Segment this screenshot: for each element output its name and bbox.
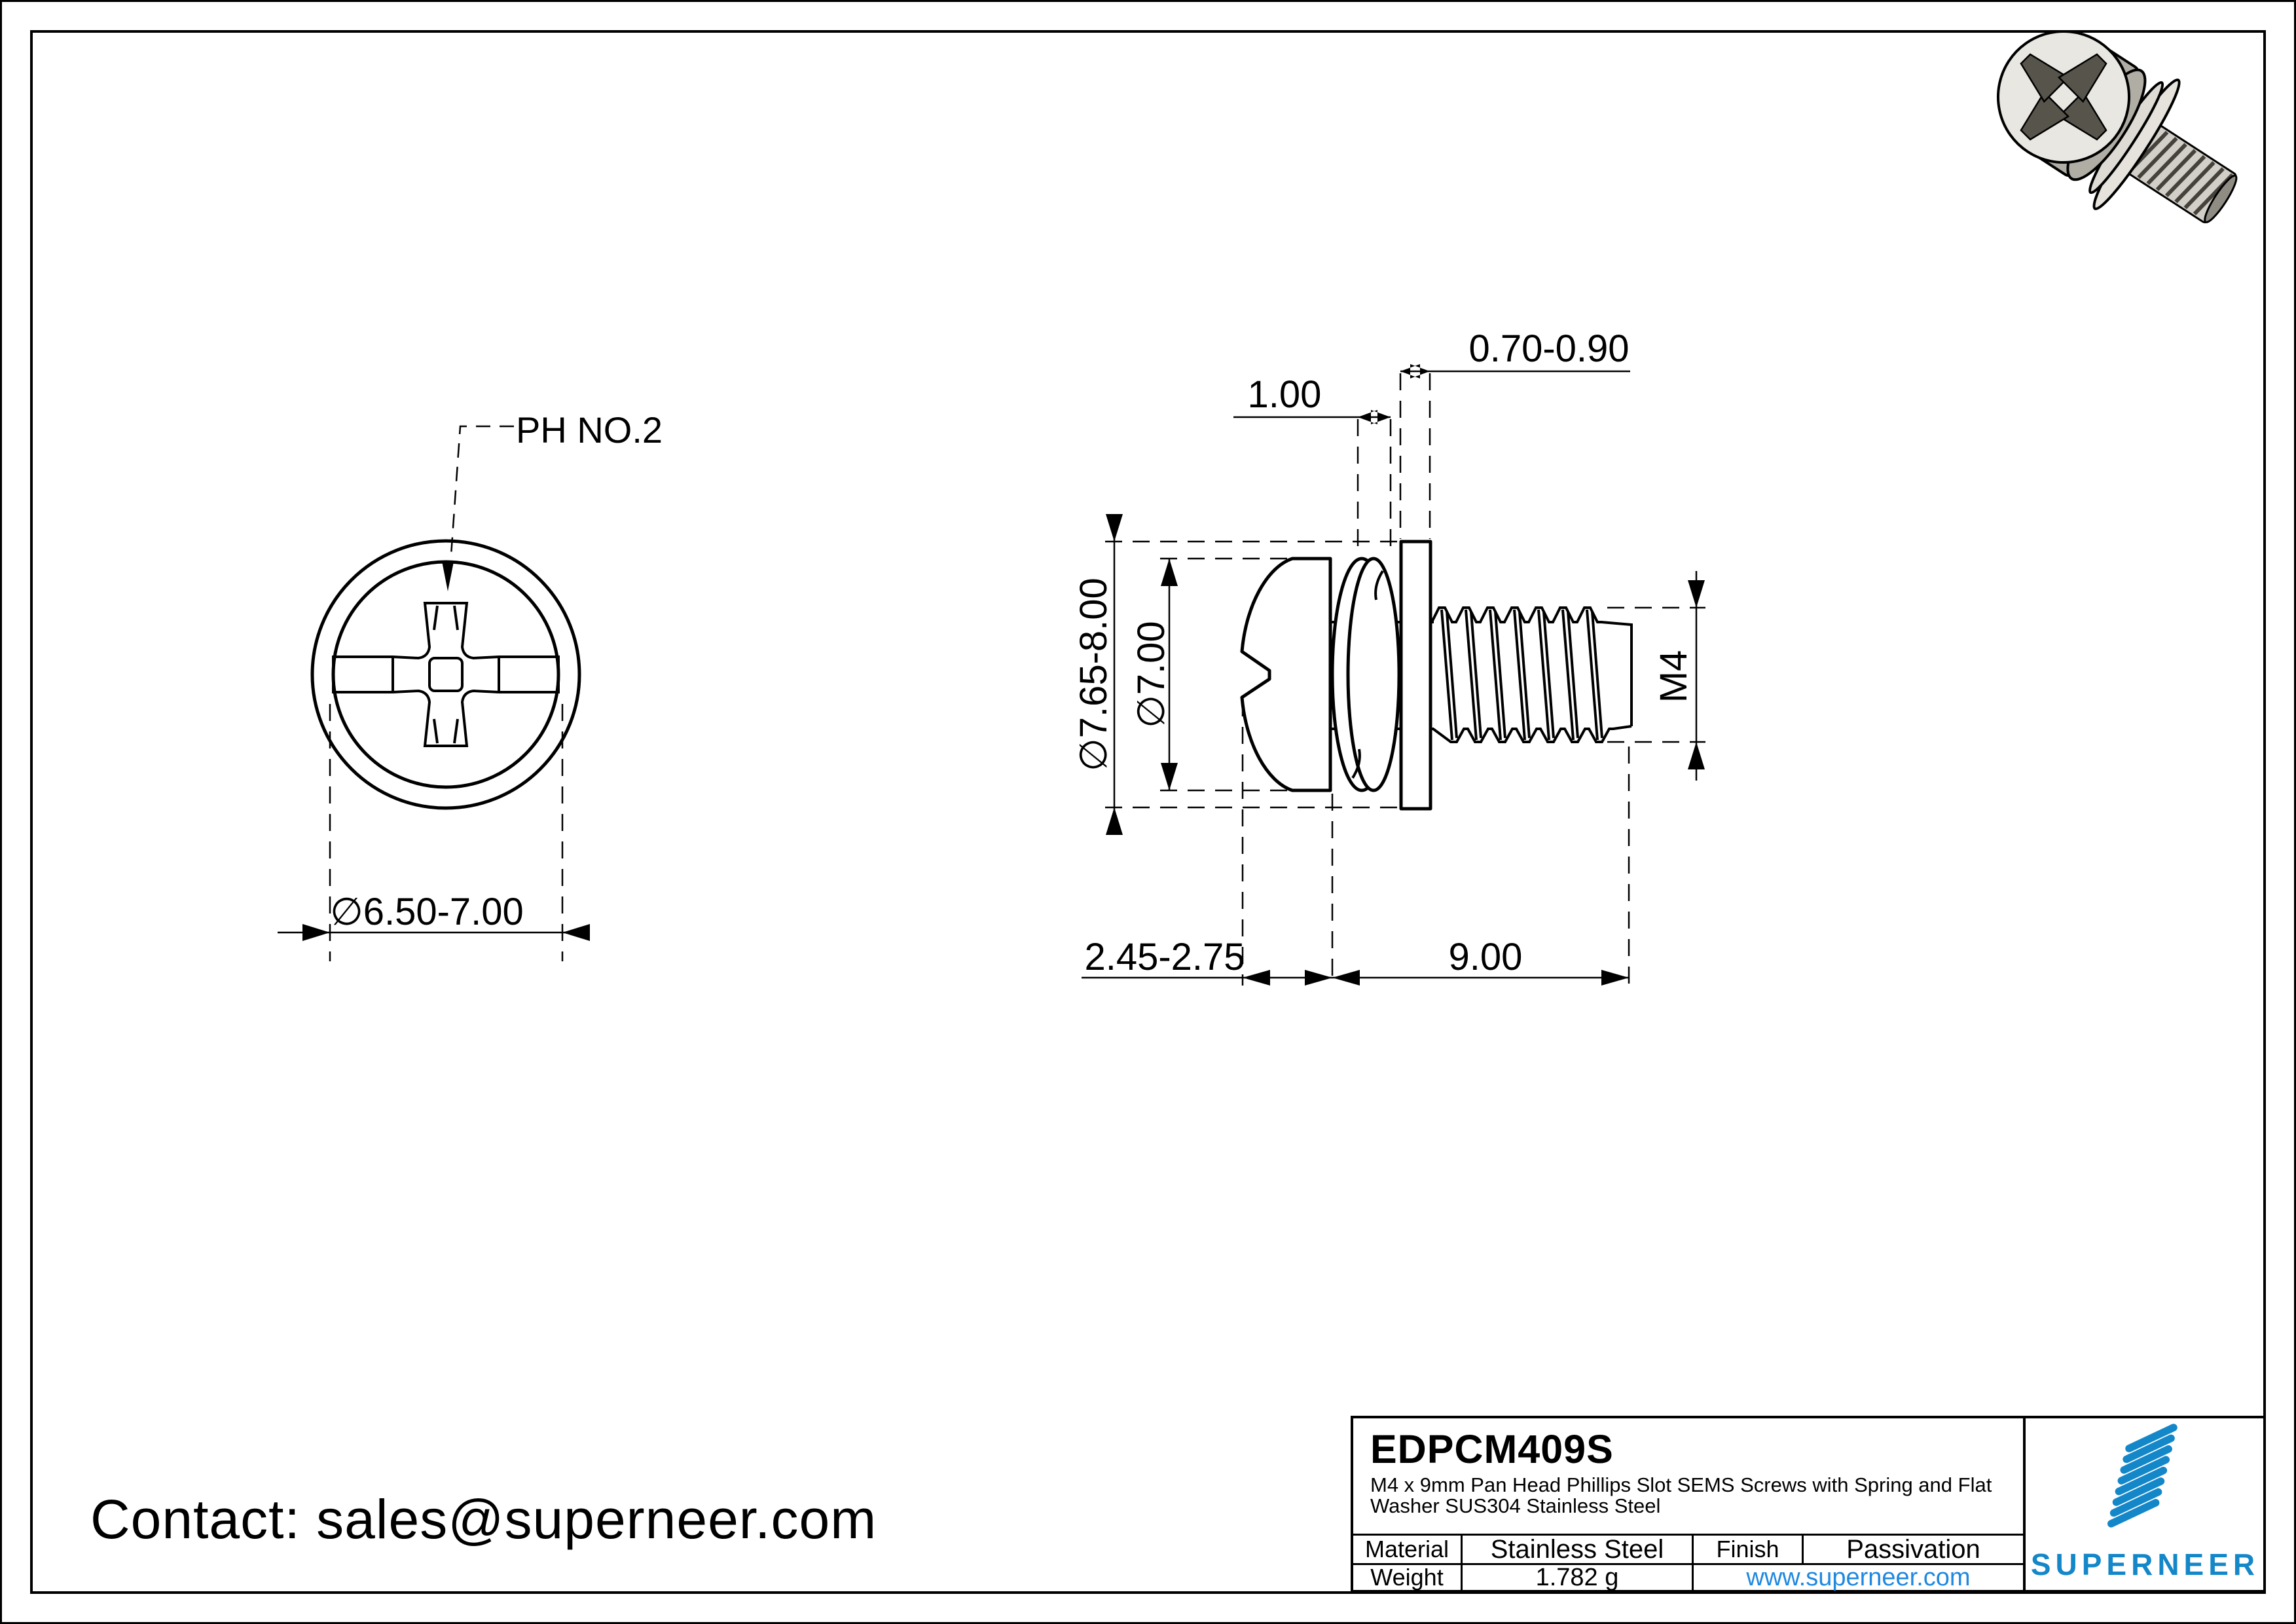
website-link[interactable]: www.superneer.com bbox=[1692, 1563, 2023, 1591]
logo-stripe bbox=[2123, 1434, 2175, 1464]
part-description: M4 x 9mm Pan Head Phillips Slot SEMS Scr… bbox=[1370, 1473, 1992, 1517]
spring-width-text: 1.00 bbox=[1248, 373, 1322, 416]
phillips-arm-3d bbox=[2020, 90, 2070, 141]
logo-stripe bbox=[2117, 1456, 2170, 1485]
logo-stripe bbox=[2109, 1488, 2162, 1517]
recess-detail-lines bbox=[392, 605, 500, 744]
washer-thickness-arrows bbox=[1400, 364, 1430, 378]
phillips-arm-3d bbox=[2020, 53, 2070, 103]
washer-thickness-text: 0.70-0.90 bbox=[1468, 327, 1629, 370]
head-od-arrows bbox=[1161, 559, 1178, 790]
recess-center-square bbox=[428, 657, 464, 692]
phillips-arm-3d bbox=[2057, 53, 2107, 103]
logo-stripe bbox=[2120, 1445, 2172, 1474]
flat-washer bbox=[1399, 540, 1432, 811]
drive-leader-line bbox=[449, 425, 514, 565]
phillips-arm-3d bbox=[2057, 90, 2107, 141]
brand-logo-icon bbox=[2107, 1424, 2178, 1528]
title-block: EDPCM409S M4 x 9mm Pan Head Phillips Slo… bbox=[1351, 1416, 2266, 1593]
thread-stripe-3d bbox=[2183, 167, 2225, 210]
thread-size-text: M4 bbox=[1652, 650, 1695, 703]
thread-stripe-3d bbox=[2174, 161, 2215, 204]
front-view: PH NO.2 ∅6.50-7.00 bbox=[278, 409, 663, 961]
threaded-shank bbox=[1430, 606, 1633, 743]
side-view: ∅7.65-8.00 ∅7.00 1.00 0.70-0.90 M4 2.45-… bbox=[1072, 327, 1705, 986]
logo-stripe bbox=[2115, 1466, 2168, 1496]
thread-stripe-3d bbox=[2164, 155, 2206, 198]
logo-stripe bbox=[2125, 1424, 2178, 1452]
bottom-dim-arrows bbox=[1243, 970, 1629, 986]
drawing-frame bbox=[30, 30, 2266, 1594]
contact-line: Contact: sales@superneer.com bbox=[90, 1488, 877, 1550]
front-dim-text: ∅6.50-7.00 bbox=[330, 891, 524, 933]
leader-arrowhead bbox=[442, 561, 454, 591]
finish-value: Passivation bbox=[1802, 1534, 2023, 1564]
material-value: Stainless Steel bbox=[1461, 1534, 1692, 1564]
weight-value: 1.782 g bbox=[1461, 1563, 1692, 1591]
head-od-text: ∅7.00 bbox=[1130, 621, 1173, 728]
part-number: EDPCM409S bbox=[1370, 1427, 1614, 1471]
thread-stripe-3d bbox=[2146, 143, 2187, 185]
spring-width-arrows bbox=[1358, 410, 1391, 424]
thread-stripe-3d bbox=[2137, 137, 2178, 179]
front-extension-lines bbox=[329, 704, 564, 961]
head-height-text: 2.45-2.75 bbox=[1084, 936, 1245, 978]
material-label: Material bbox=[1353, 1534, 1461, 1563]
washer-od-text: ∅7.65-8.00 bbox=[1072, 578, 1115, 771]
phillips-slot-recess bbox=[332, 602, 560, 747]
pan-head-profile bbox=[1240, 557, 1332, 792]
side-dashed-refs bbox=[1105, 373, 1705, 986]
phillips-cross-3d bbox=[2020, 53, 2107, 141]
spring-washer-coil-front bbox=[1346, 557, 1401, 792]
finish-label: Finish bbox=[1692, 1534, 1802, 1563]
screw-tip-3d bbox=[2204, 174, 2238, 223]
weight-label: Weight bbox=[1353, 1563, 1461, 1591]
logo-stripe bbox=[2112, 1477, 2165, 1506]
length-text: 9.00 bbox=[1449, 936, 1523, 978]
brand-wordmark: SUPERNEER bbox=[2030, 1547, 2260, 1581]
screw-3d-render bbox=[1997, 29, 2238, 223]
logo-stripe bbox=[2107, 1499, 2160, 1528]
drive-label: PH NO.2 bbox=[516, 409, 663, 451]
brand-logo-cell: SUPERNEER bbox=[2023, 1418, 2265, 1591]
spring-washer-hooks bbox=[1351, 570, 1384, 779]
thread-flank-lines bbox=[1440, 609, 1603, 741]
thread-stripe-3d bbox=[2155, 149, 2197, 191]
